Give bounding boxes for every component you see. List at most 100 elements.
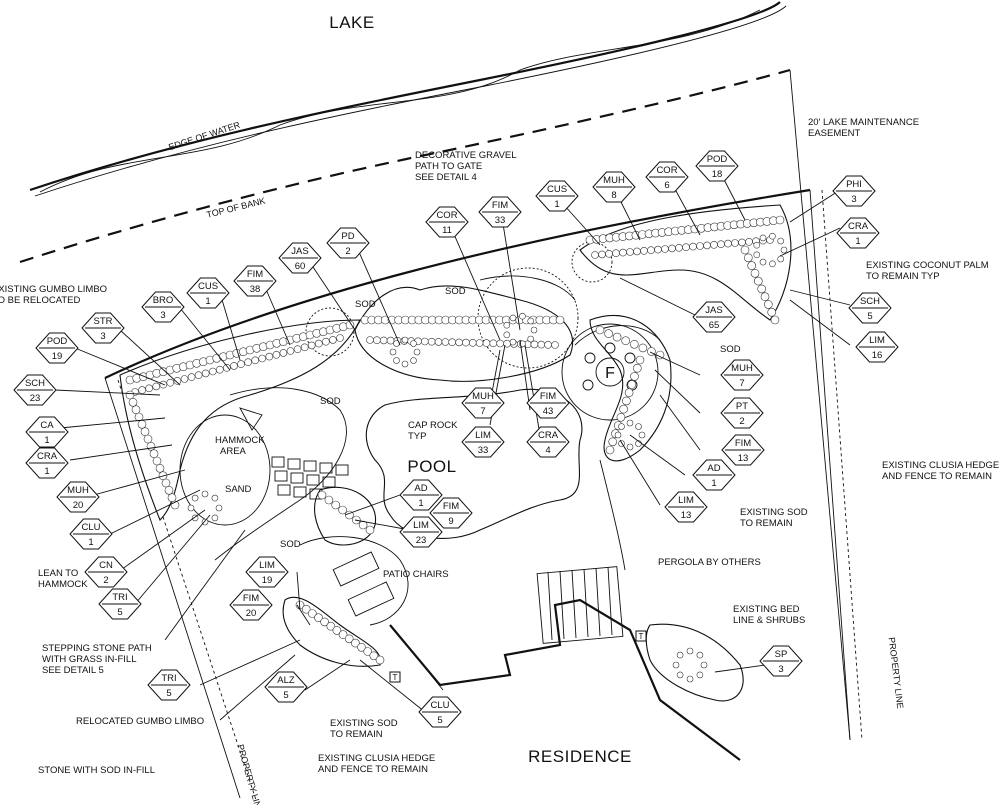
lean-hammock-note: LEAN TO HAMMOCK: [38, 568, 88, 590]
sod-label: SOD: [355, 299, 376, 310]
plant-tag-code: LIM: [678, 495, 694, 506]
plant-tag-code: POD: [707, 154, 728, 165]
fire-pit-label: F: [605, 365, 615, 382]
plant-tag-code: FIM: [540, 391, 556, 402]
lawn-walk-lines: [214, 275, 661, 626]
patio-chairs: [332, 551, 395, 617]
plant-tag-code: STR: [94, 316, 113, 327]
plant-tag-qty: 5: [283, 690, 288, 701]
plant-tag-qty: 38: [250, 284, 261, 295]
plant-tag-code: CRA: [538, 430, 559, 441]
plant-tag-pt: PT 2: [720, 397, 764, 429]
plant-tag-code: AD: [707, 463, 720, 474]
plant-tag-qty: 1: [418, 498, 423, 509]
pool-title: POOL: [407, 457, 456, 476]
plant-tag-code: LIM: [413, 520, 429, 531]
pergola-note: PERGOLA BY OTHERS: [658, 557, 761, 568]
plant-tag-qty: 19: [262, 575, 273, 586]
plant-tag-qty: 1: [711, 478, 716, 489]
clusia-bottom-note: EXISTING CLUSIA HEDGE AND FENCE TO REMAI…: [318, 753, 438, 775]
plant-tag-code: POD: [47, 336, 68, 347]
property-line-label-right: PROPERTY LINE: [887, 637, 906, 709]
plant-tag-code: FIM: [443, 501, 459, 512]
plant-tag-qty: 1: [205, 296, 210, 307]
plant-tag-code: ALZ: [277, 675, 295, 686]
plant-tag-ad: AD 1: [399, 479, 443, 511]
plant-tag-qty: 7: [480, 406, 485, 417]
plant-tag-qty: 2: [739, 416, 744, 427]
plant-tag-cn: CN2: [84, 556, 128, 588]
plant-symbols: [125, 215, 788, 683]
plant-tag-qty: 13: [681, 510, 692, 521]
sand-label: SAND: [225, 484, 252, 495]
sod-remain-right-note: EXISTING SOD TO REMAIN: [740, 507, 810, 529]
plant-tag-qty: 5: [867, 311, 872, 322]
plant-tag-qty: 11: [442, 225, 452, 236]
sod-label: SOD: [445, 286, 466, 297]
plant-tag-code: COR: [436, 210, 457, 221]
top-of-bank-line: [19, 68, 791, 264]
plant-tag-code: FIM: [247, 269, 263, 280]
hammock-area-note: HAMMOCK AREA: [215, 435, 267, 457]
plant-tag-qty: 65: [709, 320, 720, 331]
plant-tag-qty: 1: [44, 466, 49, 477]
plant-tag-layer: PD2JAS60FIM38CUS1BRO3STR3POD19SCH23CA1CR…: [13, 150, 899, 728]
hammock-shade: [239, 407, 263, 431]
plant-tag-code: TRI: [161, 673, 176, 684]
plant-tag-lim: LIM 13: [664, 491, 708, 523]
edge-of-water-label: EDGE OF WATER: [167, 120, 241, 153]
plant-tag-qty: 33: [495, 215, 506, 226]
sod-label: SOD: [720, 344, 741, 355]
plant-tag-lim: LIM 19: [245, 556, 289, 588]
plant-tag-code: FIM: [243, 593, 259, 604]
palm-canopy-circle: [305, 307, 355, 357]
t-tag: T: [389, 671, 401, 683]
residence-title: RESIDENCE: [528, 747, 632, 766]
plant-tag-code: PT: [736, 401, 748, 412]
t-tag: T: [635, 630, 647, 642]
plant-tag-qty: 9: [448, 516, 453, 527]
plant-tag-fim: FIM 33: [478, 196, 522, 228]
plant-tag-qty: 1: [44, 435, 49, 446]
plant-tag-code: AD: [414, 483, 427, 494]
plant-tag-code: SCH: [860, 296, 880, 307]
plant-tag-alz: ALZ 5: [264, 671, 308, 703]
plant-tag-qty: 3: [160, 310, 165, 321]
plant-tag-qty: 2: [345, 246, 350, 257]
plant-tag-code: CUS: [547, 184, 567, 195]
plant-tag-qty: 7: [739, 378, 744, 389]
plant-tag-code: FIM: [492, 200, 508, 211]
pergola-slats: [547, 566, 613, 641]
plant-tag-qty: 43: [543, 406, 554, 417]
sod-remain-bottom-note: EXISTING SOD TO REMAIN: [330, 718, 400, 740]
plant-tag-qty: 3: [851, 194, 856, 205]
stepping-stone-path: [271, 456, 349, 500]
plant-tag-qty: 23: [30, 393, 41, 404]
plant-tag-sp: SP3: [759, 645, 803, 677]
plant-tag-fim: FIM 43: [526, 387, 570, 419]
bed-line-note: EXISTING BED LINE & SHRUBS: [733, 604, 805, 626]
plant-tag-ad: AD 1: [692, 459, 736, 491]
plant-tag-qty: 5: [166, 688, 171, 699]
plant-tag-code: LIM: [869, 335, 885, 346]
plant-tag-code: LIM: [259, 560, 275, 571]
plant-tag-qty: 33: [478, 445, 489, 456]
lake-easement-note: 20' LAKE MAINTENANCE EASEMENT: [808, 117, 922, 139]
svg-text:T: T: [393, 673, 398, 682]
plant-tag-code: COR: [656, 165, 677, 176]
sod-label: SOD: [280, 539, 301, 550]
